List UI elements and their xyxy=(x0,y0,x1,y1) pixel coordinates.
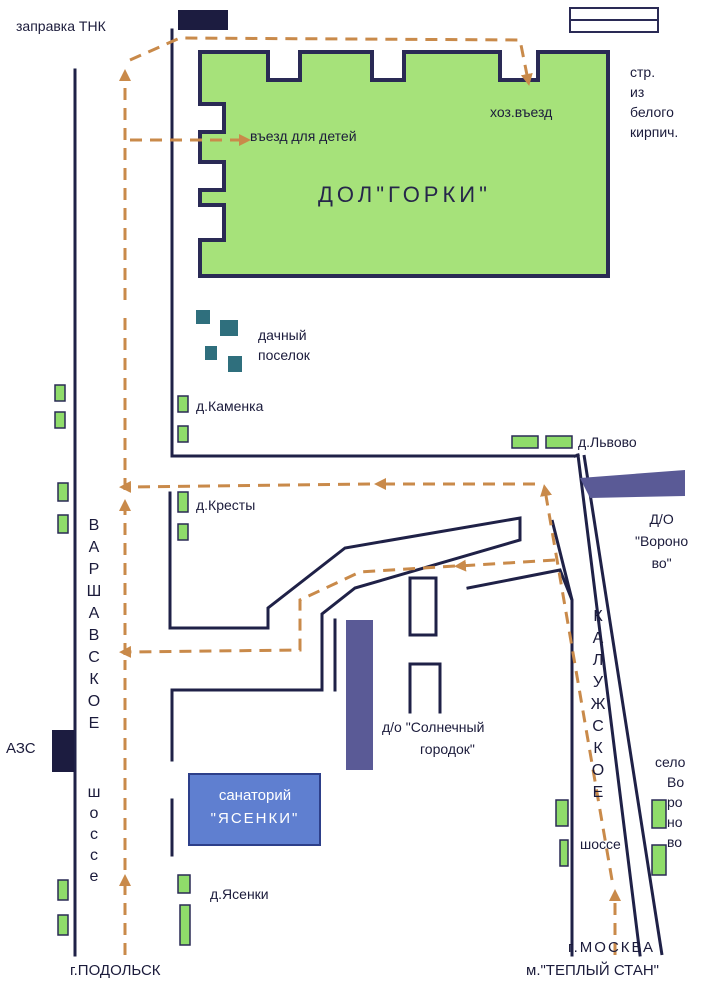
route-solnechny xyxy=(454,558,556,572)
podolsk-label: г.ПОДОЛЬСК xyxy=(70,962,161,979)
kaluzhskoe-shosse-label: шоссе xyxy=(580,836,621,852)
green-houses xyxy=(54,384,667,946)
tnk-building xyxy=(178,10,228,30)
lvovo-label: д.Львово xyxy=(578,434,637,450)
camp-area xyxy=(198,50,610,278)
kaluzhskoe-road-left xyxy=(168,491,522,762)
service-entrance-label: хоз.въезд xyxy=(490,104,553,120)
azs-building xyxy=(52,730,74,772)
roads xyxy=(73,28,642,957)
routes xyxy=(119,36,621,955)
brick-building-label: стр. из белого кирпич. xyxy=(630,64,679,140)
sanatorium-building xyxy=(188,773,321,846)
solnechny-label: д/о "Солнечный городок" xyxy=(382,719,485,757)
kaluzhskoe-road xyxy=(550,454,664,956)
kamenka-label: д.Каменка xyxy=(196,398,264,414)
azs-label: АЗС xyxy=(6,740,36,757)
sanatorium-label-1: санаторий xyxy=(218,787,292,804)
children-entrance-label: въезд для детей xyxy=(250,128,357,144)
voronovo-resort-label: Д/О "Вороно во" xyxy=(635,511,689,571)
dacha-village-label: дачный поселок xyxy=(258,327,310,363)
village-voronovo-label: село Во ро но во xyxy=(655,754,686,850)
camp-name: ДОЛ"ГОРКИ" xyxy=(318,182,491,207)
moscow-label: г.МОСКВА xyxy=(568,939,656,956)
gas-tnk-label: заправка ТНК xyxy=(16,18,106,34)
kresty-label: д.Кресты xyxy=(196,497,256,513)
teply-stan-label: м."ТЕПЛЫЙ СТАН" xyxy=(526,962,659,979)
yasenki-label: д.Ясенки xyxy=(210,886,269,902)
solnechny-building xyxy=(346,620,373,770)
voronovo-resort-road xyxy=(580,470,685,498)
dacha-houses xyxy=(196,310,242,372)
sanatorium-label-2: "ЯСЕНКИ" xyxy=(210,810,300,827)
